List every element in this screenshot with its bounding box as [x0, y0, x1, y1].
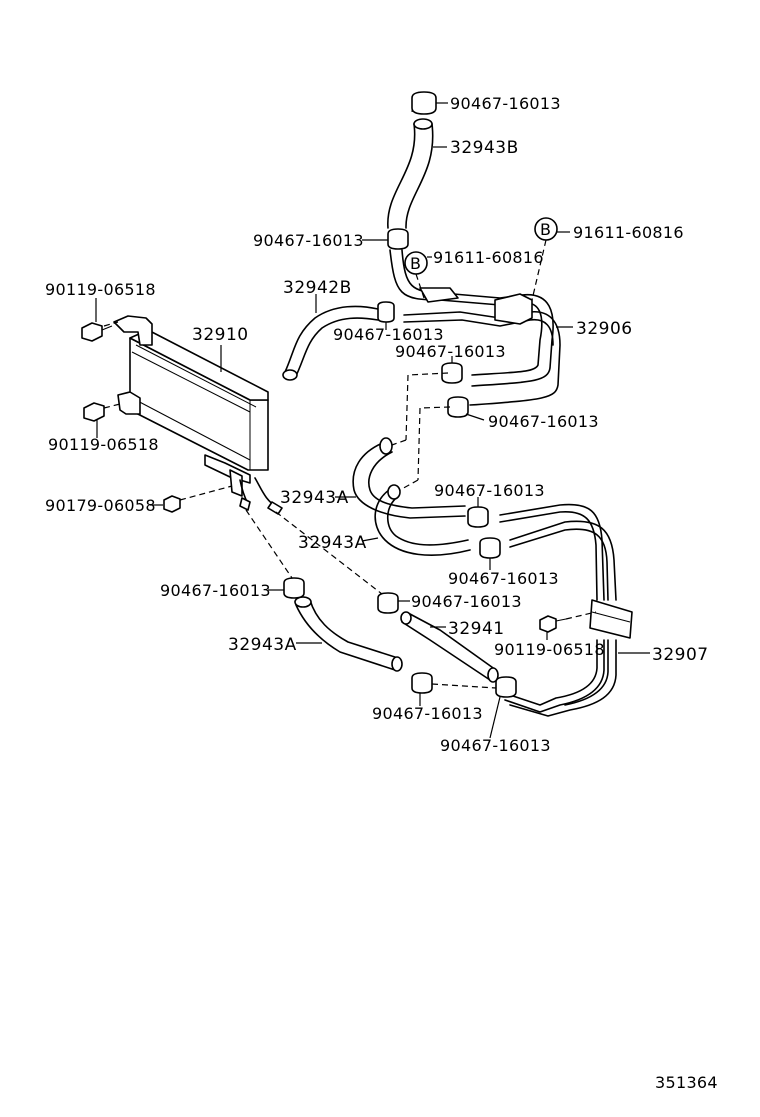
label-bolt-b-right: 91611-60816 [573, 223, 684, 242]
clamp-bottom-1 [411, 672, 433, 694]
hose-32942b [282, 305, 379, 381]
clamp-center-low [479, 537, 501, 559]
label-bolt-b-left: 91611-60816 [433, 248, 544, 267]
label-bolt-right: 90119-06518 [494, 640, 605, 659]
clamp-bottom-2 [495, 676, 517, 698]
bolt-b-left-letter: B [410, 254, 421, 273]
label-bolt-lower-left: 90119-06518 [48, 435, 159, 454]
label-clamp-center-low: 90467-16013 [448, 569, 559, 588]
clamp-32943b-bottom [387, 228, 409, 250]
label-cooler-32910: 32910 [192, 325, 249, 345]
bolt-upper-left [81, 322, 113, 342]
clamp-upper-mid [441, 362, 463, 384]
label-plug-90179: 90179-06058 [45, 496, 156, 515]
label-hose-32943a-3: 32943A [228, 635, 297, 655]
oil-cooler-32910 [113, 315, 283, 515]
label-clamp-top: 90467-16013 [450, 94, 561, 113]
figure-number: 351364 [655, 1073, 718, 1092]
label-hose-32941: 32941 [448, 619, 505, 639]
label-hose-32943a-1: 32943A [280, 488, 349, 508]
plug-90179 [163, 495, 181, 513]
clamp-center [467, 506, 489, 528]
clamp-left [283, 577, 305, 599]
label-clamp-right-mid: 90467-16013 [488, 412, 599, 431]
clamp-right-mid [447, 396, 469, 418]
label-clamp-left: 90467-16013 [160, 581, 271, 600]
label-clamp-bottom-1: 90467-16013 [372, 704, 483, 723]
label-clamp-center: 90467-16013 [434, 481, 545, 500]
clamp-mid-low [377, 592, 399, 614]
label-hose-32943a-2: 32943A [298, 533, 367, 553]
bolt-lower-left [83, 402, 105, 422]
label-clamp-32942b: 90467-16013 [333, 325, 444, 344]
hose-32941 [400, 611, 499, 683]
clamp-32942b [377, 301, 395, 323]
label-clamp-upper-mid: 90467-16013 [395, 342, 506, 361]
label-clamp-bottom-2: 90467-16013 [440, 736, 551, 755]
pipe-32906 [389, 249, 561, 406]
label-clamp-mid-low: 90467-16013 [411, 592, 522, 611]
bolt-right [539, 615, 567, 633]
label-pipe-32906: 32906 [576, 319, 633, 339]
label-pipe-32907: 32907 [652, 645, 709, 665]
label-bolt-upper-left: 90119-06518 [45, 280, 156, 299]
hose-32943a-upper [352, 437, 466, 519]
clamp-top [411, 91, 437, 115]
label-hose-32942b: 32942B [283, 278, 352, 298]
hose-32943a-left [294, 596, 403, 672]
hose-32943a-lower [374, 484, 471, 556]
bolt-b-right-letter: B [540, 220, 551, 239]
pipe-32907 [499, 503, 633, 717]
hose-32943b [387, 118, 434, 229]
label-hose-32943b: 32943B [450, 138, 519, 158]
label-clamp-32943b-bottom: 90467-16013 [253, 231, 364, 250]
